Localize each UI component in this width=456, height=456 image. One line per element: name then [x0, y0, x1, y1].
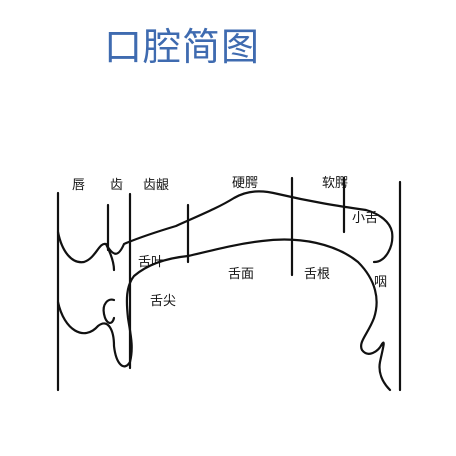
lower-contour: [56, 238, 392, 392]
label-tongue-surface: 舌面: [228, 267, 254, 282]
label-uvula: 小舌: [352, 211, 378, 226]
lower-lip-contour: [102, 298, 116, 324]
label-lip: 唇: [72, 178, 85, 193]
upper-contour: [56, 190, 394, 264]
label-teeth: 齿: [110, 178, 123, 193]
label-tongue-root: 舌根: [304, 267, 330, 282]
label-alveolar-ridge: 齿龈: [143, 178, 169, 193]
label-hard-palate: 硬腭: [232, 176, 258, 191]
label-tongue-tip: 舌尖: [150, 294, 176, 309]
label-pharynx: 咽: [374, 275, 387, 290]
label-soft-palate: 软腭: [322, 176, 348, 191]
label-tongue-blade: 舌叶: [138, 255, 164, 270]
teeth-contour: [104, 242, 116, 272]
diagram-title: 口腔简图: [103, 25, 260, 69]
